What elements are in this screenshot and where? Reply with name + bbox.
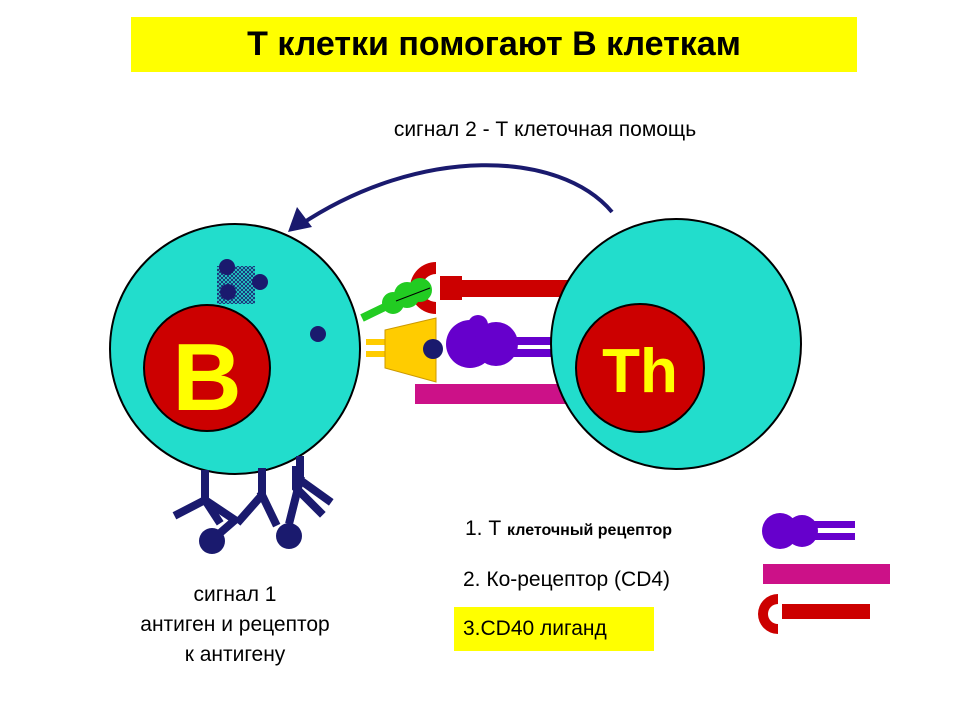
signal2-label: сигнал 2 - Т клеточная помощь <box>393 118 697 141</box>
legend-item-cd40l-label: 3.CD40 лиганд <box>463 617 607 640</box>
antigen-dot <box>220 284 236 300</box>
mhc-molecule <box>366 317 443 383</box>
legend-item-cd4: 2. Ко-рецептор (CD4) <box>463 568 671 591</box>
cd4-coreceptor <box>415 384 605 404</box>
antigen-dot <box>310 326 326 342</box>
page-title: Т клетки помогают В клеткам <box>247 25 741 63</box>
legend-item-tcr: 1. Т клеточный рецептор <box>465 517 672 541</box>
peptide-dot <box>423 339 443 359</box>
signal1-line3: к антигену <box>184 643 286 666</box>
antigen-dot <box>219 259 235 275</box>
th-nucleus <box>575 303 705 433</box>
signal2-arrow <box>288 163 614 232</box>
b-letter: B <box>172 324 241 431</box>
antigen-bound <box>276 523 302 549</box>
legend-item-tcr-prefix: 1. Т <box>465 517 502 540</box>
b-cell: B <box>109 223 361 475</box>
antigen-bound <box>199 528 225 554</box>
title-banner: Т клетки помогают В клеткам <box>131 17 857 72</box>
legend-item-tcr-label: клеточный рецептор <box>507 522 673 539</box>
antigen-dot <box>252 274 268 290</box>
th-cell: Th <box>550 218 802 470</box>
cd40-molecule <box>360 278 432 322</box>
legend-cd40l-icon <box>758 594 870 634</box>
legend-item-cd40l: 3.CD40 лиганд <box>454 607 654 651</box>
signal1-line1: сигнал 1 <box>193 583 277 606</box>
tcr-head <box>446 315 518 368</box>
th-letter: Th <box>602 337 678 406</box>
legend-cd4-icon <box>763 564 890 584</box>
signal1-caption: сигнал 1 антиген и рецептор к антигену <box>100 580 370 670</box>
b-nucleus <box>143 304 271 432</box>
legend-tcr-icon <box>762 513 855 549</box>
signal1-line2: антиген и рецептор <box>140 613 330 636</box>
t-cell-receptor <box>505 337 595 357</box>
